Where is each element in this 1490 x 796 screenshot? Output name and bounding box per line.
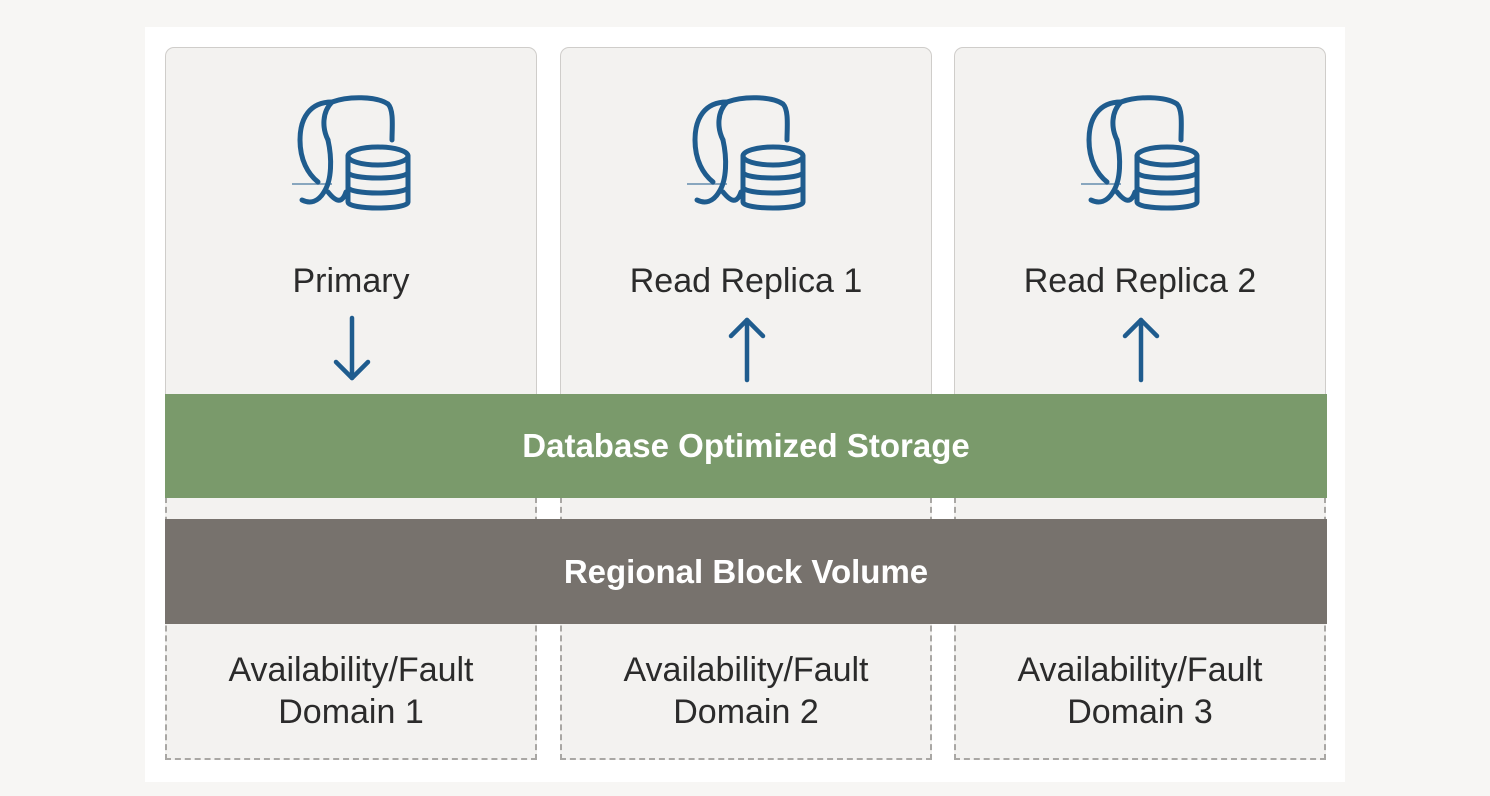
arrow-up-icon (1122, 317, 1160, 383)
architecture-diagram: Availability/Fault Domain 1 Availability… (145, 27, 1345, 782)
node-read-replica-1: Read Replica 1 (560, 47, 932, 407)
domain-1-line1: Availability/Fault (228, 651, 474, 689)
node-label-read-replica-1: Read Replica 1 (629, 262, 863, 300)
storage-layer-label: Database Optimized Storage (522, 427, 970, 464)
regional-block-volume-layer: Regional Block Volume (165, 519, 1327, 624)
domain-3-line2: Domain 3 (1067, 693, 1213, 731)
node-read-replica-2: Read Replica 2 (954, 47, 1326, 407)
domain-2-line2: Domain 2 (673, 693, 819, 731)
database-optimized-storage-layer: Database Optimized Storage (165, 394, 1327, 498)
postgresql-elephant-database-icon (292, 95, 411, 211)
node-label-read-replica-2: Read Replica 2 (1023, 262, 1257, 300)
domain-label-1: Availability/Fault Domain 1 (167, 649, 535, 733)
node-label-primary: Primary (292, 262, 410, 300)
domain-3-line1: Availability/Fault (1017, 651, 1263, 689)
domain-2-line1: Availability/Fault (623, 651, 869, 689)
postgresql-elephant-database-icon (1081, 95, 1200, 211)
arrow-up-icon (728, 317, 766, 383)
domain-1-line2: Domain 1 (278, 693, 424, 731)
node-primary: Primary (165, 47, 537, 407)
arrow-down-icon (333, 315, 371, 381)
block-layer-label: Regional Block Volume (563, 552, 929, 590)
postgresql-elephant-database-icon (687, 95, 806, 211)
domain-label-2: Availability/Fault Domain 2 (562, 649, 930, 733)
domain-label-3: Availability/Fault Domain 3 (956, 649, 1324, 733)
